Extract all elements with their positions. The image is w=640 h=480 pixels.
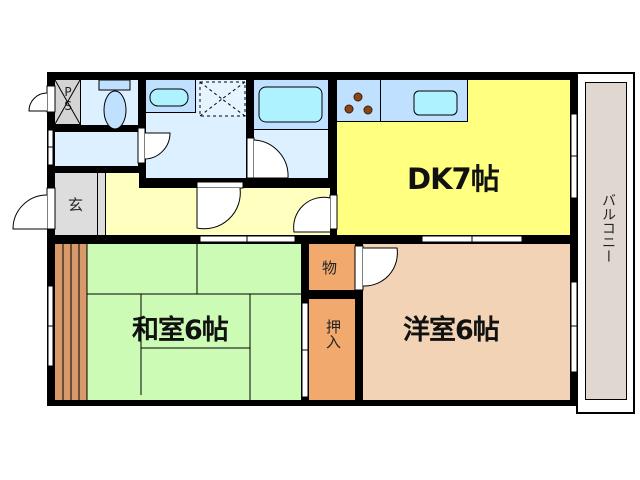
ps-label: PS: [61, 85, 75, 113]
yoshitsu-label: 洋室6帖: [403, 315, 500, 346]
dk-label: DK7帖: [407, 162, 500, 196]
oshiire: 押入: [309, 299, 355, 400]
engawa-lines: [62, 244, 88, 400]
toilet-room-lower: [55, 132, 138, 166]
washer-pan-area: [199, 80, 246, 116]
washitsu-label: 和室6帖: [132, 315, 229, 346]
washing-machine-pan-icon: [199, 81, 246, 117]
door-swings: [12, 85, 398, 291]
stove-divider: [380, 80, 381, 122]
balcony: バルコニー: [585, 82, 627, 400]
balcony-label: バルコニー: [600, 193, 616, 263]
storage: 物: [309, 244, 355, 290]
bathtub-icon: [258, 86, 323, 123]
genkan-step: [97, 173, 106, 235]
sink-icon: [149, 88, 189, 107]
washitsu: 和室6帖: [87, 244, 301, 400]
tatami-lines: [87, 244, 301, 400]
kitchen-sink-icon: [413, 90, 458, 116]
ps-cross-icon: [54, 79, 81, 125]
genkan-label: 玄: [68, 196, 84, 214]
oshiire-label: 押入: [324, 319, 342, 349]
windows: [47, 113, 578, 398]
genkan: 玄: [55, 173, 97, 235]
storage-label: 物: [322, 259, 338, 277]
yoshitsu: 洋室6帖: [363, 244, 570, 400]
toilet-icon: [98, 79, 131, 130]
stove-icon: [344, 92, 373, 115]
